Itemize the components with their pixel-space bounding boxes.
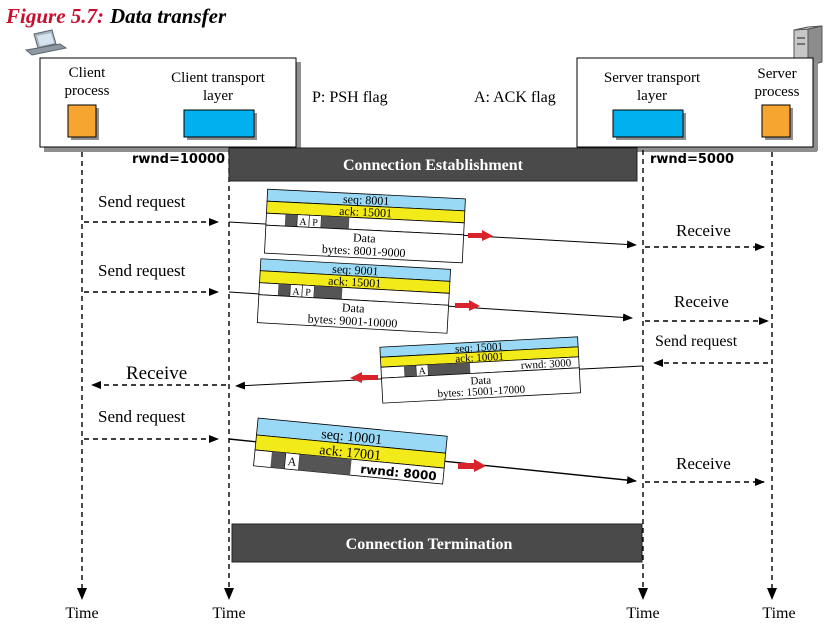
server-process-block — [761, 104, 791, 138]
segment-4: seq: 10001 ack: 17001 A rwnd: 8000 — [253, 417, 448, 485]
time-label-server-transport: Time — [626, 605, 659, 622]
timelines — [81, 150, 773, 592]
segment-3: seq: 15001 ack: 10001 A rwnd: 3000 Data … — [379, 336, 581, 404]
svg-text:A: A — [299, 217, 308, 228]
svg-text:A: A — [418, 366, 427, 377]
svg-text:A: A — [292, 287, 301, 298]
send-request-label-3: Send request — [655, 333, 738, 350]
direction-arrow-right-2 — [455, 300, 480, 311]
ack-legend: A: ACK flag — [474, 89, 556, 106]
figure-title: Figure 5.7:Data transfer — [5, 4, 227, 28]
svg-text:ack: 15001: ack: 15001 — [339, 204, 393, 221]
time-label-client-transport: Time — [212, 605, 245, 622]
svg-text:ack: 15001: ack: 15001 — [328, 274, 382, 291]
timeline-arrowheads — [77, 588, 777, 600]
svg-text:Data: Data — [353, 230, 377, 245]
svg-text:Connection Establishment: Connection Establishment — [343, 157, 524, 174]
svg-text:bytes: 15001-17000: bytes: 15001-17000 — [437, 384, 526, 401]
send-request-label-2: Send request — [98, 261, 186, 280]
connection-establishment-bar: Connection Establishment — [228, 147, 638, 182]
client-transport-block — [183, 109, 255, 138]
receive-label-4: Receive — [676, 454, 731, 473]
psh-legend: P: PSH flag — [312, 89, 388, 106]
connection-termination-bar: Connection Termination — [231, 523, 643, 563]
svg-text:P: P — [305, 287, 312, 298]
receive-label-2: Receive — [674, 292, 729, 311]
time-label-server-process: Time — [762, 605, 795, 622]
svg-text:rwnd: 3000: rwnd: 3000 — [521, 357, 572, 372]
svg-text:seq: 8001: seq: 8001 — [343, 192, 390, 208]
svg-text:A: A — [287, 454, 297, 469]
svg-text:bytes: 9001-10000: bytes: 9001-10000 — [307, 311, 397, 330]
server-rwnd: rwnd=5000 — [650, 152, 734, 167]
receive-label-1: Receive — [676, 221, 731, 240]
svg-text:bytes: 8001-9000: bytes: 8001-9000 — [322, 242, 406, 260]
server-transport-block — [612, 109, 684, 138]
svg-text:Data: Data — [470, 374, 491, 387]
laptop-icon — [24, 29, 68, 56]
svg-text:Connection Termination: Connection Termination — [346, 536, 513, 553]
time-label-client-process: Time — [65, 605, 98, 622]
segment-1: seq: 8001 ack: 15001 A P Data bytes: 800… — [264, 188, 466, 264]
svg-text:seq: 9001: seq: 9001 — [332, 262, 379, 279]
send-request-label-1: Send request — [98, 192, 186, 211]
client-rwnd: rwnd=10000 — [132, 152, 225, 167]
send-request-label-4: Send request — [98, 407, 186, 426]
direction-arrow-left-3 — [350, 372, 378, 383]
direction-arrow-right-1 — [468, 230, 493, 241]
client-process-block — [67, 104, 97, 138]
segment-2: seq: 9001 ack: 15001 A P Data bytes: 900… — [256, 258, 452, 334]
svg-text:Data: Data — [342, 300, 366, 315]
direction-arrow-right-4 — [458, 459, 486, 472]
server-icon — [793, 25, 823, 67]
svg-text:P: P — [312, 217, 319, 228]
receive-label-3: Receive — [126, 363, 187, 384]
